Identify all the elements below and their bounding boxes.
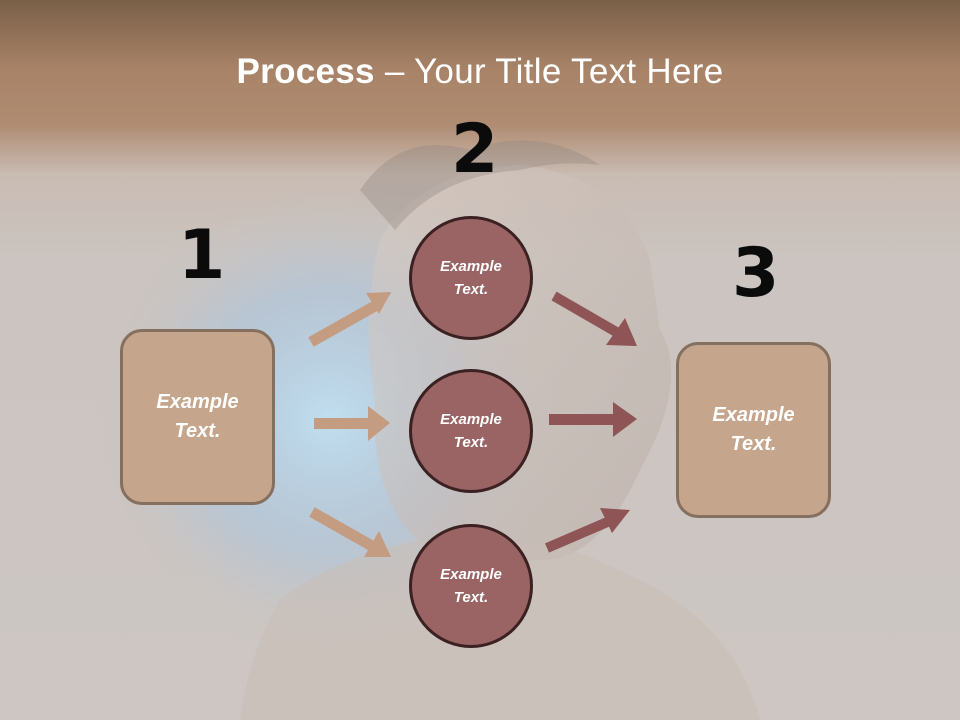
arrow-left-to-bottom — [309, 507, 391, 557]
title-rest-part: – Your Title Text Here — [374, 52, 724, 91]
arrow-left-to-middle — [314, 406, 390, 441]
circle-top: Example Text. — [409, 216, 533, 340]
arrow-top-to-right — [551, 291, 637, 346]
circle-bottom-text: Example Text. — [440, 566, 502, 606]
circle-bottom: Example Text. — [409, 524, 533, 648]
left-box-text: Example Text. — [156, 391, 239, 442]
left-example-box: Example Text. — [120, 329, 275, 505]
step-number-1: 1 — [178, 216, 226, 295]
right-example-box: Example Text. — [676, 342, 831, 518]
arrow-middle-to-right — [549, 402, 637, 437]
title-bold-part: Process — [236, 52, 375, 91]
circle-top-text: Example Text. — [440, 258, 502, 298]
step-number-3: 3 — [732, 234, 780, 313]
slide-title: Process – Your Title Text Here — [0, 52, 960, 92]
arrow-left-to-top — [308, 292, 391, 347]
step-number-2: 2 — [451, 110, 499, 189]
arrow-bottom-to-right — [545, 508, 630, 553]
right-box-text: Example Text. — [712, 404, 795, 455]
circle-middle: Example Text. — [409, 369, 533, 493]
circle-middle-text: Example Text. — [440, 411, 502, 451]
